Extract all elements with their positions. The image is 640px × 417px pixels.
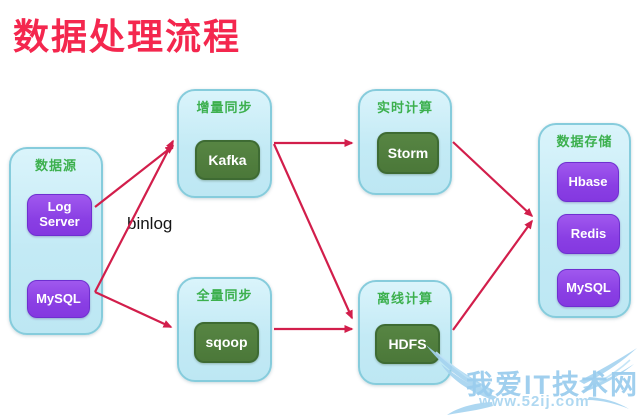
- node-kafka: Kafka: [195, 140, 260, 180]
- node-hbase: Hbase: [557, 162, 619, 202]
- group-label-data-storage: 数据存储: [556, 134, 613, 149]
- node-mysql-storage: MySQL: [557, 269, 620, 307]
- arrow-incremental-sync-to-offline-compute: [272, 143, 354, 320]
- group-label-full-sync: 全量同步: [196, 288, 253, 303]
- group-incremental-sync: 增量同步 Kafka: [177, 89, 272, 198]
- node-sqoop: sqoop: [194, 322, 259, 363]
- group-label-realtime-compute: 实时计算: [376, 100, 433, 115]
- group-realtime-compute: 实时计算 Storm: [358, 89, 452, 195]
- group-data-storage: 数据存储 Hbase Redis MySQL: [538, 123, 631, 318]
- group-offline-compute: 离线计算 HDFS: [358, 280, 452, 385]
- node-storm: Storm: [377, 132, 439, 174]
- node-log-server: Log Server: [27, 194, 92, 236]
- node-hdfs: HDFS: [375, 324, 440, 364]
- arrow-mysql-to-full-sync: [94, 291, 173, 328]
- page-title: 数据处理流程: [13, 16, 242, 57]
- node-redis: Redis: [557, 214, 620, 254]
- group-label-offline-compute: 离线计算: [376, 291, 433, 306]
- arrow-realtime-compute-to-data-storage: [452, 141, 534, 218]
- node-mysql-source: MySQL: [27, 280, 90, 318]
- group-full-sync: 全量同步 sqoop: [177, 277, 272, 382]
- arrow-offline-compute-to-data-storage: [452, 219, 533, 331]
- group-label-data-source: 数据源: [34, 158, 77, 173]
- edge-label-binlog: binlog: [127, 214, 173, 233]
- arrow-log-server-to-incremental-sync: [94, 145, 175, 208]
- group-data-source: 数据源 Log Server MySQL: [9, 147, 103, 335]
- watermark-site-url: www.52ij.com: [479, 393, 590, 410]
- group-label-incremental-sync: 增量同步: [196, 100, 253, 115]
